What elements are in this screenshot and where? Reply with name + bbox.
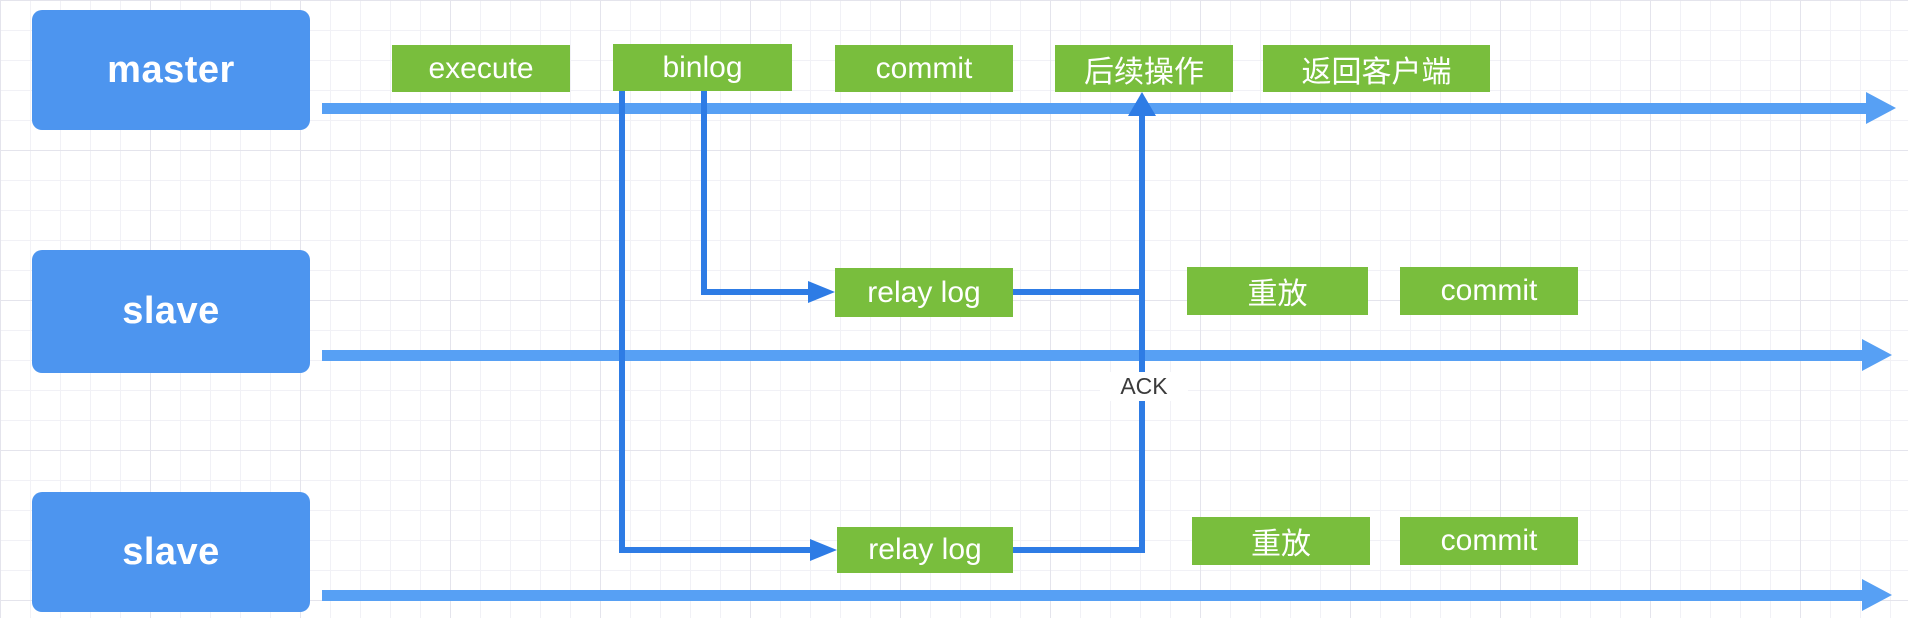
timeline-slave2[interactable] bbox=[322, 590, 1862, 601]
connector-relaylog2-arrowhead-icon bbox=[810, 539, 837, 561]
connector-ack-arrowhead-icon bbox=[1128, 92, 1156, 116]
step-relay-log-2-label: relay log bbox=[868, 533, 982, 566]
timeline-slave1-arrowhead-icon bbox=[1862, 339, 1892, 371]
step-binlog-label: binlog bbox=[662, 50, 743, 84]
step-box-replay-1[interactable]: 重放 bbox=[1187, 267, 1368, 315]
timeline-slave1[interactable] bbox=[322, 350, 1862, 361]
connector-binlog-relaylog1-vertical[interactable] bbox=[701, 91, 707, 292]
step-relay-log-1-label: relay log bbox=[867, 275, 981, 309]
connector-ack-vertical[interactable] bbox=[1139, 112, 1145, 553]
connector-relaylog1-ack-horizontal[interactable] bbox=[1013, 289, 1145, 295]
step-box-execute[interactable]: execute bbox=[392, 45, 570, 92]
step-replay-2-label: 重放 bbox=[1251, 528, 1311, 561]
step-commit-slave1-label: commit bbox=[1440, 274, 1538, 307]
step-box-relay-log-1[interactable]: relay log bbox=[835, 268, 1013, 317]
step-commit-master-label: commit bbox=[875, 51, 973, 85]
step-box-binlog[interactable]: binlog bbox=[613, 44, 792, 91]
step-box-replay-2[interactable]: 重放 bbox=[1192, 517, 1370, 565]
step-commit-slave2-label: commit bbox=[1440, 524, 1538, 557]
step-box-relay-log-2[interactable]: relay log bbox=[837, 527, 1013, 573]
connector-binlog-relaylog1-horizontal[interactable] bbox=[701, 289, 808, 295]
actor-slave2-label: slave bbox=[122, 530, 220, 573]
actor-slave1-label: slave bbox=[122, 290, 220, 332]
step-box-followup[interactable]: 后续操作 bbox=[1055, 45, 1233, 92]
actor-box-master[interactable]: master bbox=[32, 10, 310, 130]
step-box-commit-master[interactable]: commit bbox=[835, 45, 1013, 92]
step-box-commit-slave2[interactable]: commit bbox=[1400, 517, 1578, 565]
connector-relaylog1-arrowhead-icon bbox=[808, 281, 835, 303]
step-followup-label: 后续操作 bbox=[1084, 55, 1204, 89]
step-execute-label: execute bbox=[428, 51, 534, 85]
actor-master-label: master bbox=[107, 48, 235, 91]
step-box-return-client[interactable]: 返回客户端 bbox=[1263, 45, 1490, 92]
connector-binlog-relaylog2-horizontal[interactable] bbox=[619, 547, 810, 553]
timeline-slave2-arrowhead-icon bbox=[1862, 579, 1892, 611]
actor-box-slave2[interactable]: slave bbox=[32, 492, 310, 612]
step-replay-1-label: 重放 bbox=[1247, 278, 1308, 311]
connector-relaylog2-ack-horizontal[interactable] bbox=[1013, 547, 1145, 553]
step-box-commit-slave1[interactable]: commit bbox=[1400, 267, 1578, 315]
timeline-master[interactable] bbox=[322, 103, 1866, 114]
connector-binlog-relaylog2-vertical[interactable] bbox=[619, 91, 625, 553]
actor-box-slave1[interactable]: slave bbox=[32, 250, 310, 373]
step-return-client-label: 返回客户端 bbox=[1301, 55, 1452, 89]
ack-label[interactable]: ACK bbox=[1100, 372, 1188, 401]
timeline-master-arrowhead-icon bbox=[1866, 92, 1896, 124]
